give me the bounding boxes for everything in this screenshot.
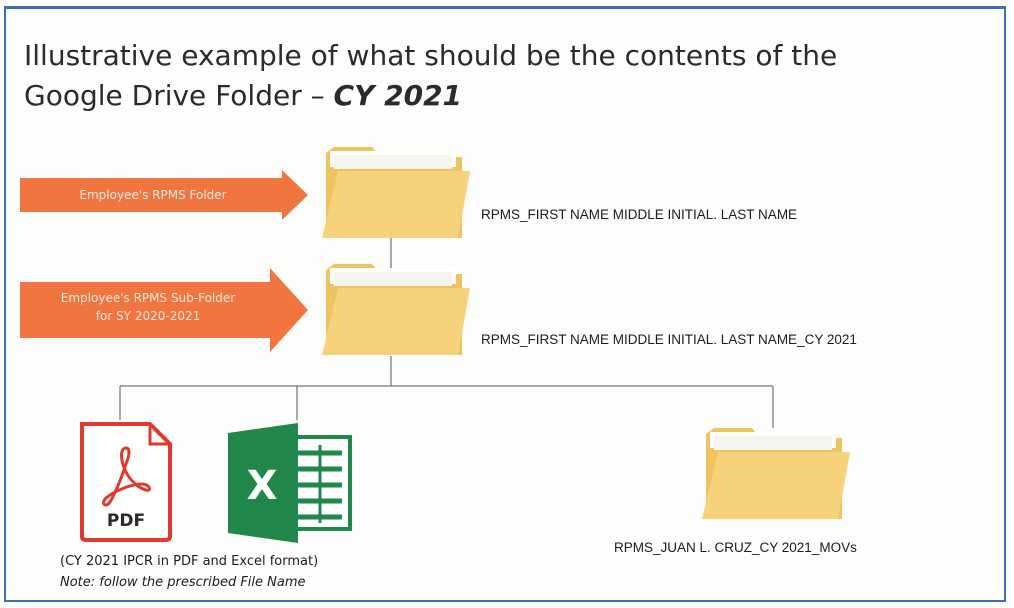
movs-folder-name: RPMS_JUAN L. CRUZ_CY 2021_MOVs [614, 540, 857, 555]
filename-note: Note: follow the prescribed File Name [60, 575, 306, 590]
title-year: CY 2021 [333, 79, 463, 112]
pdf-file-icon: PDF [80, 422, 172, 542]
subfolder-label-line-2: for SY 2020-2021 [95, 309, 201, 323]
movs-folder-icon [702, 428, 850, 519]
rpms-folder-arrow-label: Employee's RPMS Folder [79, 188, 227, 202]
rpms-folder-arrow [20, 170, 308, 220]
sub-folder-icon [322, 264, 470, 355]
excel-file-icon: X [228, 423, 352, 543]
rpms-subfolder-arrow [20, 268, 308, 352]
main-folder-name: RPMS_FIRST NAME MIDDLE INITIAL. LAST NAM… [481, 207, 798, 222]
excel-icon-letter: X [247, 463, 278, 509]
slide-title: Illustrative example of what should be t… [24, 36, 984, 116]
sub-folder-name: RPMS_FIRST NAME MIDDLE INITIAL. LAST NAM… [481, 332, 857, 347]
format-note: (CY 2021 IPCR in PDF and Excel format) [60, 554, 319, 569]
subfolder-label-line-1: Employee's RPMS Sub-Folder [60, 291, 236, 305]
pdf-icon-label: PDF [107, 511, 145, 531]
title-line-1: Illustrative example of what should be t… [24, 39, 838, 72]
title-line-2: Google Drive Folder – [24, 79, 334, 112]
main-folder-icon [322, 147, 470, 238]
rpms-subfolder-arrow-label: Employee's RPMS Sub-Folder for SY 2020-2… [28, 289, 268, 325]
